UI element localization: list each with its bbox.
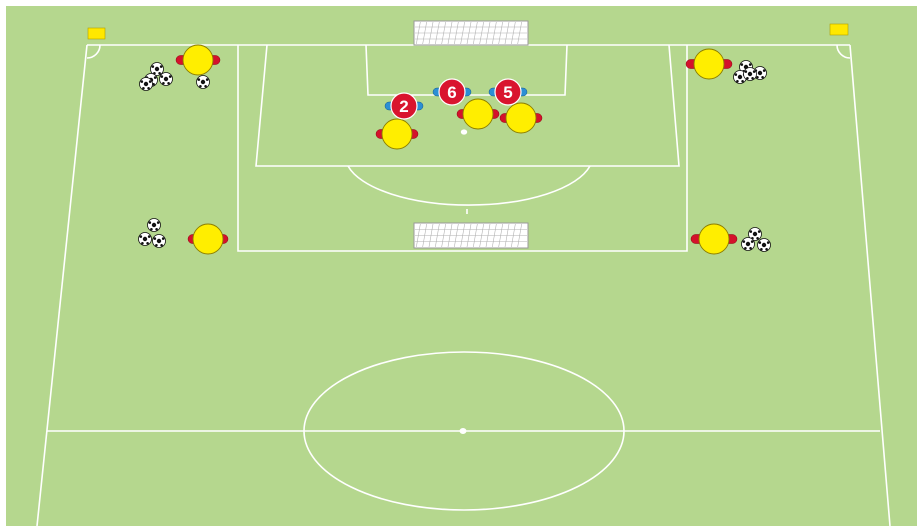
- defender-number: 5: [503, 83, 512, 102]
- yellow-player-icon: [382, 119, 412, 149]
- soccer-ball-icon: [139, 233, 152, 246]
- defender-number: 6: [447, 83, 456, 102]
- yellow-player-icon: [699, 224, 729, 254]
- yellow-player-icon: [463, 99, 493, 129]
- defender-number: 2: [399, 97, 408, 116]
- soccer-ball-icon: [744, 68, 757, 81]
- main-goal-icon: [414, 21, 528, 45]
- soccer-ball-icon: [197, 76, 210, 89]
- soccer-ball-icon: [758, 239, 771, 252]
- soccer-ball-icon: [140, 78, 153, 91]
- yellow-player-icon: [694, 49, 724, 79]
- soccer-ball-icon: [742, 238, 755, 251]
- corner-flag-icon: [830, 24, 848, 35]
- center-spot: [460, 428, 467, 434]
- yellow-player-icon: [506, 103, 536, 133]
- soccer-ball-icon: [153, 235, 166, 248]
- yellow-player-icon: [183, 45, 213, 75]
- soccer-ball-icon: [160, 73, 173, 86]
- soccer-ball-icon: [148, 219, 161, 232]
- mini-goal-icon: [414, 223, 528, 248]
- yellow-player-icon: [193, 224, 223, 254]
- corner-flag-icon: [88, 28, 105, 39]
- penalty-spot: [461, 129, 467, 134]
